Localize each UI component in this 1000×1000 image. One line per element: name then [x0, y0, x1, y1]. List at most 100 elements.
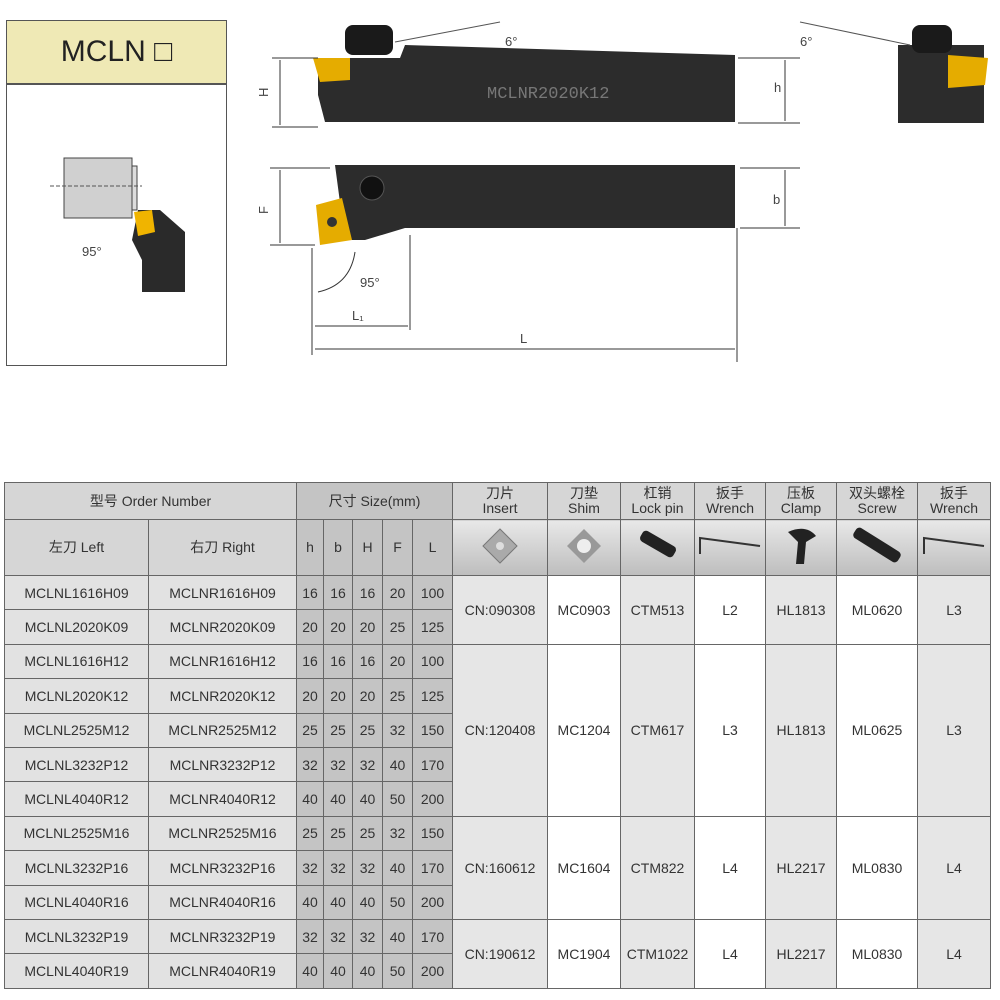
part-code: ML0625: [836, 643, 918, 817]
part-image: [917, 519, 991, 576]
part-code: CTM513: [620, 575, 695, 645]
part-header-cn: 扳手: [940, 485, 968, 501]
size-value: 32: [382, 815, 413, 852]
part-code: CN:090308: [452, 575, 548, 645]
wrench-icon: [697, 536, 763, 569]
size-value: 32: [323, 746, 353, 783]
size-value: 40: [382, 918, 413, 955]
part-header-cn: 压板: [787, 485, 815, 501]
size-value: 40: [296, 953, 324, 989]
part-code: L4: [917, 918, 991, 989]
part-code: L4: [917, 815, 991, 920]
left-order-number: MCLNL3232P12: [4, 746, 149, 783]
size-value: 125: [412, 609, 453, 645]
part-header-en: Wrench: [930, 500, 978, 516]
size-col-header: F: [382, 519, 413, 576]
left-order-number: MCLNL2020K12: [4, 678, 149, 714]
size-value: 40: [352, 781, 383, 817]
size-value: 40: [323, 884, 353, 920]
left-order-number: MCLNL1616H09: [4, 574, 149, 611]
insert-icon: [480, 528, 520, 569]
wrench-icon: [921, 536, 987, 569]
right-order-number: MCLNR4040R16: [148, 884, 297, 920]
size-value: 32: [352, 850, 383, 886]
part-image: [765, 519, 837, 576]
size-value: 200: [412, 953, 453, 989]
right-hand-header: 右刀 Right: [148, 519, 297, 576]
left-order-number: MCLNL3232P19: [4, 918, 149, 955]
size-value: 25: [296, 815, 324, 852]
size-value: 32: [352, 746, 383, 783]
part-header-en: Clamp: [780, 500, 822, 516]
left-order-number: MCLNL4040R19: [4, 953, 149, 989]
size-value: 25: [323, 815, 353, 852]
size-value: 50: [382, 781, 413, 817]
part-code: ML0830: [836, 918, 918, 989]
size-value: 20: [352, 609, 383, 645]
part-code: CN:160612: [452, 815, 548, 920]
clearance-angle-right: 6°: [800, 34, 812, 49]
size-value: 40: [296, 884, 324, 920]
size-value: 16: [323, 643, 353, 680]
size-value: 40: [382, 850, 413, 886]
right-order-number: MCLNR3232P16: [148, 850, 297, 886]
screw-icon: [847, 527, 907, 571]
lock-pin-icon: [633, 530, 683, 569]
size-value: 25: [382, 678, 413, 714]
left-order-number: MCLNL4040R16: [4, 884, 149, 920]
part-code: MC0903: [547, 575, 621, 645]
part-code: MC1604: [547, 815, 621, 920]
lead-angle-label-small: 95°: [82, 244, 102, 259]
right-order-number: MCLNR1616H09: [148, 574, 297, 611]
size-value: 16: [352, 643, 383, 680]
dim-h: h: [774, 80, 781, 95]
clamp-icon: [776, 528, 826, 571]
part-code: MC1904: [547, 918, 621, 989]
part-image: [452, 519, 548, 576]
part-header-cn: 刀垫: [570, 485, 598, 501]
part-code: L4: [694, 918, 766, 989]
part-code: L3: [917, 575, 991, 645]
tool-holder-diagram: 95° MCLNR2020K12 6° H h 6° F b 95°: [50, 21, 988, 362]
right-order-number: MCLNR1616H12: [148, 643, 297, 680]
size-value: 32: [296, 850, 324, 886]
size-value: 170: [412, 850, 453, 886]
size-value: 16: [352, 574, 383, 611]
engraving-text: MCLNR2020K12: [487, 85, 609, 104]
size-value: 25: [382, 609, 413, 645]
tool-type-box: MCLN □: [6, 20, 227, 366]
part-header-en: Screw: [857, 500, 897, 516]
size-value: 50: [382, 953, 413, 989]
tool-type-title: MCLN □: [7, 21, 226, 85]
part-code: L4: [694, 815, 766, 920]
size-value: 40: [323, 953, 353, 989]
clearance-angle-left: 6°: [505, 34, 517, 49]
left-hand-header: 左刀 Left: [4, 519, 149, 576]
size-value: 32: [323, 918, 353, 955]
left-order-number: MCLNL2020K09: [4, 609, 149, 645]
part-header-cn: 杠销: [643, 485, 672, 501]
part-code: CN:120408: [452, 643, 548, 817]
right-order-number: MCLNR2525M12: [148, 712, 297, 748]
left-order-number: MCLNL2525M16: [4, 815, 149, 852]
order-number-header: 型号 Order Number: [4, 482, 297, 520]
part-code: CN:190612: [452, 918, 548, 989]
size-col-header: h: [296, 519, 324, 576]
workpiece-illustration: 95°: [50, 157, 185, 292]
right-order-number: MCLNR4040R12: [148, 781, 297, 817]
dim-L1: L₁: [352, 308, 364, 323]
part-code: L2: [694, 575, 766, 645]
size-value: 20: [323, 678, 353, 714]
